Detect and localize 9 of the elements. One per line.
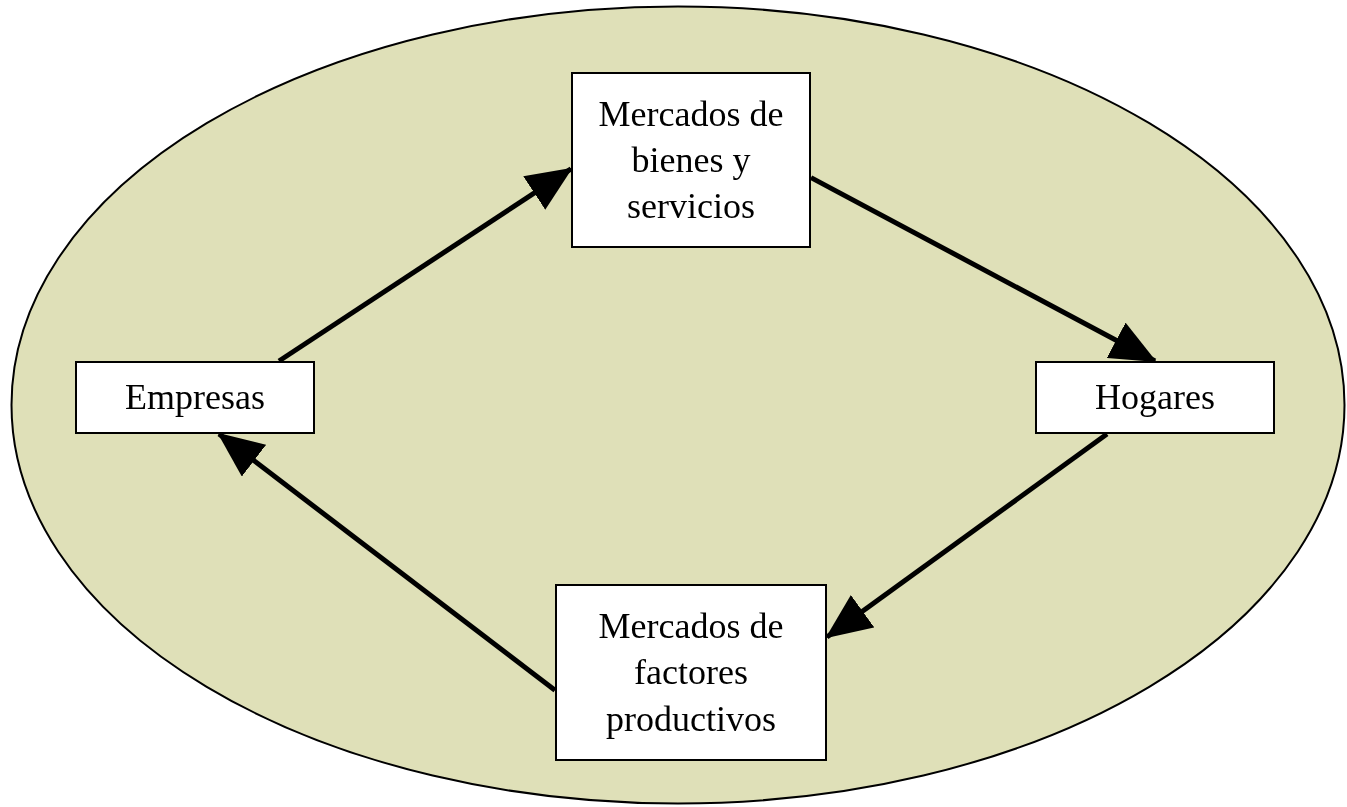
process-box: Mercados de bienes y servicios [571, 72, 811, 248]
arrow [277, 166, 573, 364]
ellipse-background [10, 5, 1346, 805]
process-box: Empresas [75, 361, 315, 434]
arrow [217, 432, 557, 693]
arrow [825, 431, 1109, 640]
process-box: Mercados de factores productivos [555, 584, 827, 761]
process-box: Hogares [1035, 361, 1275, 434]
arrow [809, 175, 1157, 364]
